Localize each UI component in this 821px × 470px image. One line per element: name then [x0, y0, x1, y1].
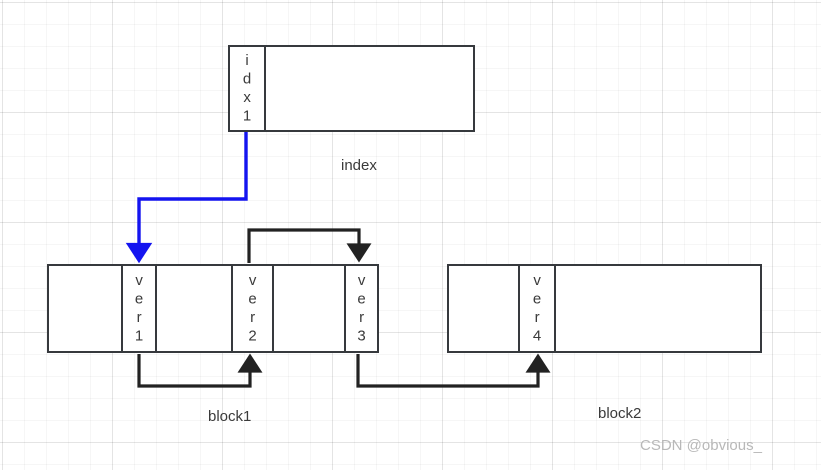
block2-cell-0[interactable] — [449, 266, 520, 351]
block2-caption: block2 — [598, 405, 642, 422]
pointer-ver3-to-ver4 — [356, 353, 551, 388]
index-box[interactable]: idx1 — [228, 45, 475, 132]
block1-cell-ver2-label: ver2 — [244, 271, 262, 346]
block1-caption: block1 — [208, 408, 252, 425]
block2-cell-2[interactable] — [556, 266, 760, 351]
block2-cell-ver4-label: ver4 — [528, 271, 546, 346]
block1-cell-ver2[interactable]: ver2 — [233, 266, 274, 351]
index-cell-idx1-label: idx1 — [238, 51, 256, 126]
block1-cell-ver1[interactable]: ver1 — [123, 266, 157, 351]
block1-cell-ver3[interactable]: ver3 — [346, 266, 377, 351]
pointer-ver1-to-ver2 — [137, 353, 263, 388]
pointer-ver2-to-ver3 — [247, 228, 372, 263]
block1-box[interactable]: ver1 ver2 ver3 — [47, 264, 379, 353]
watermark: CSDN @obvious_ — [640, 437, 762, 454]
block1-cell-ver1-label: ver1 — [130, 271, 148, 346]
index-cell-body[interactable] — [266, 47, 473, 130]
block1-cell-2[interactable] — [157, 266, 233, 351]
block1-cell-4[interactable] — [274, 266, 346, 351]
block1-cell-ver3-label: ver3 — [353, 271, 371, 346]
index-cell-idx1[interactable]: idx1 — [230, 47, 266, 130]
block2-cell-ver4[interactable]: ver4 — [520, 266, 556, 351]
block1-cell-0[interactable] — [49, 266, 123, 351]
index-caption: index — [341, 157, 377, 174]
pointer-index-to-ver1 — [125, 132, 248, 264]
block2-box[interactable]: ver4 — [447, 264, 762, 353]
